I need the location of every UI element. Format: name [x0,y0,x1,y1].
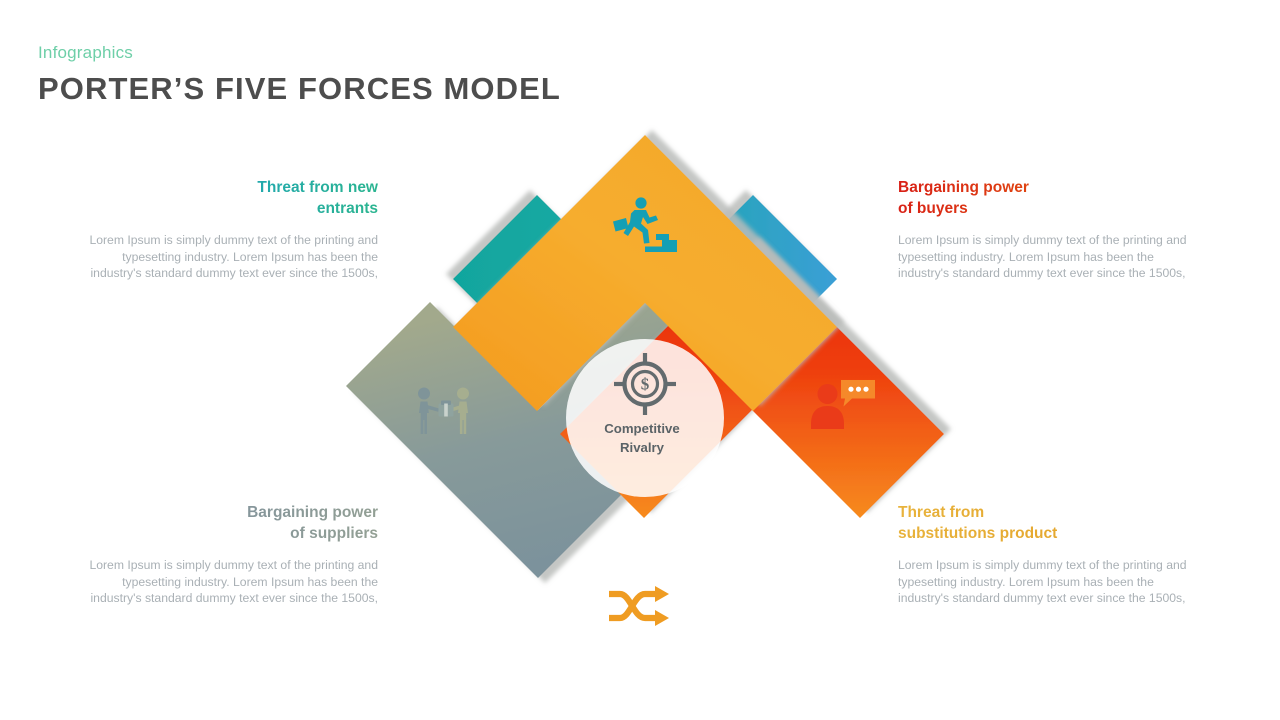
block-title-line2: of buyers [898,199,968,217]
block-title-line2: of suppliers [290,524,378,542]
two-people-handover-box-icon [414,386,480,438]
block-title: Threat from new entrants [88,178,378,219]
block-title-line1: Threat from new [257,179,378,196]
center-circle [566,339,724,497]
block-title-line2: entrants [316,199,378,217]
block-title: Bargaining power of buyers [898,178,1188,219]
block-bargaining-power-of-buyers: Bargaining power of buyers Lorem Ipsum is… [898,178,1188,282]
block-title: Bargaining power of suppliers [88,503,378,544]
person-climbing-stairs-icon [601,196,677,252]
block-title-line1: Threat from [898,504,985,521]
block-title-line1: Bargaining power [898,179,1029,196]
customer-speech-bubble-icon [810,378,876,430]
block-bargaining-power-of-suppliers: Bargaining power of suppliers Lorem Ipsum… [88,503,378,607]
page-title: PORTER’S FIVE FORCES MODEL [38,71,561,106]
block-threat-from-substitutions-product: Threat from substitutions product Lorem I… [898,503,1188,607]
eyebrow-label: Infographics [38,43,134,62]
block-body: Lorem Ipsum is simply dummy text of the … [89,558,378,606]
target-dollar-icon: $ [614,353,676,415]
arm-bottom[interactable] [453,135,837,411]
block-body: Lorem Ipsum is simply dummy text of the … [89,233,378,281]
block-title: Threat from substitutions product [898,503,1188,544]
block-title-line2: substitutions product [898,524,1058,542]
porters-five-forces-diagram: $ [346,135,944,655]
block-body: Lorem Ipsum is simply dummy text of the … [898,233,1187,281]
shuffle-arrows-icon [604,583,674,629]
block-body: Lorem Ipsum is simply dummy text of the … [898,558,1187,606]
svg-text:$: $ [641,375,650,394]
block-threat-from-new-entrants: Threat from new entrants Lorem Ipsum is s… [88,178,378,282]
page-header: Infographics PORTER’S FIVE FORCES MODEL [38,44,561,106]
block-title-line1: Bargaining power [247,504,378,521]
